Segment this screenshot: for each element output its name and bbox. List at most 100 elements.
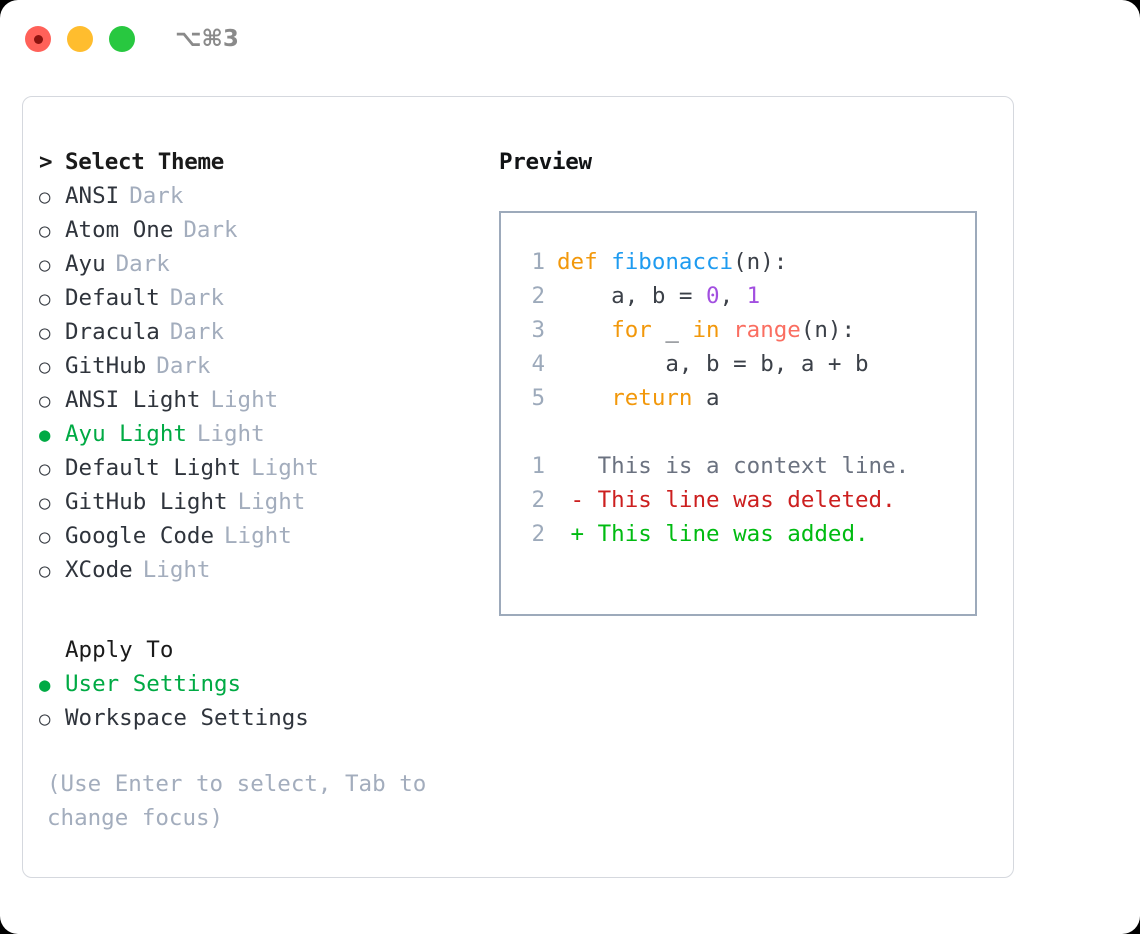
radio-unselected-icon[interactable]: ○ bbox=[39, 322, 51, 344]
theme-variant-tag: Light bbox=[196, 421, 265, 447]
caret-icon: > bbox=[39, 149, 53, 175]
maximize-button-icon[interactable] bbox=[109, 26, 135, 52]
theme-variant-tag: Dark bbox=[129, 183, 184, 209]
theme-name: ANSI Light bbox=[65, 387, 201, 413]
theme-list-item[interactable]: ○ Dracula Dark bbox=[39, 319, 487, 353]
apply-to-label: User Settings bbox=[65, 671, 242, 697]
radio-selected-icon[interactable]: ● bbox=[39, 424, 51, 446]
diff-text: - This line was deleted. bbox=[557, 487, 896, 513]
apply-to-item[interactable]: ● User Settings bbox=[39, 671, 487, 705]
code-token: for bbox=[611, 317, 652, 343]
theme-name: GitHub bbox=[65, 353, 147, 379]
code-line: 2 a, b = 0, 1 bbox=[517, 283, 975, 317]
code-line: 4 a, b = b, a + b bbox=[517, 351, 975, 385]
radio-unselected-icon[interactable]: ○ bbox=[39, 390, 51, 412]
radio-unselected-icon[interactable]: ○ bbox=[39, 186, 51, 208]
keyboard-shortcut-label: ⌥⌘3 bbox=[175, 26, 239, 52]
theme-list-item[interactable]: ○ Default Dark bbox=[39, 285, 487, 319]
radio-unselected-icon[interactable]: ○ bbox=[39, 288, 51, 310]
code-token: 1 bbox=[746, 283, 761, 309]
code-line: 1 def fibonacci(n): bbox=[517, 249, 975, 283]
code-token: 0 bbox=[706, 283, 720, 309]
code-token bbox=[557, 385, 611, 411]
radio-unselected-icon[interactable]: ○ bbox=[39, 526, 51, 548]
apply-to-title: Apply To bbox=[65, 637, 174, 663]
theme-variant-tag: Light bbox=[251, 455, 319, 481]
code-token: (n): bbox=[733, 249, 788, 275]
diff-sample: 1 This is a context line.2 - This line w… bbox=[517, 453, 975, 555]
diff-text: This is a context line. bbox=[557, 453, 910, 479]
minimize-button-icon[interactable] bbox=[67, 26, 93, 52]
theme-name: Ayu Light bbox=[65, 421, 187, 447]
code-line: 3 for _ in range(n): bbox=[517, 317, 975, 351]
recording-dot-icon bbox=[33, 34, 43, 44]
apply-to-item[interactable]: ○ Workspace Settings bbox=[39, 705, 487, 739]
radio-unselected-icon[interactable]: ○ bbox=[39, 560, 51, 582]
theme-name: Default bbox=[65, 285, 160, 311]
code-token: return bbox=[611, 385, 693, 411]
radio-unselected-icon[interactable]: ○ bbox=[39, 220, 51, 242]
theme-variant-tag: Dark bbox=[156, 353, 211, 379]
diff-line: 2 - This line was deleted. bbox=[517, 487, 975, 521]
radio-unselected-icon[interactable]: ○ bbox=[39, 356, 51, 378]
code-token: range bbox=[733, 317, 801, 343]
line-number: 2 bbox=[531, 521, 545, 547]
close-button-icon[interactable] bbox=[25, 26, 51, 52]
theme-list-item[interactable]: ○ Default Light Light bbox=[39, 455, 487, 489]
apply-to-list: ● User Settings ○ Workspace Settings bbox=[39, 671, 487, 739]
radio-unselected-icon[interactable]: ○ bbox=[39, 458, 51, 480]
theme-variant-tag: Light bbox=[210, 387, 279, 413]
radio-unselected-icon[interactable]: ○ bbox=[39, 254, 51, 276]
theme-variant-tag: Light bbox=[142, 557, 211, 583]
code-token bbox=[720, 317, 734, 343]
apply-to-label: Workspace Settings bbox=[65, 705, 309, 731]
theme-name: XCode bbox=[65, 557, 133, 583]
window-controls bbox=[25, 26, 135, 52]
keyboard-hint-text: (Use Enter to select, Tab to change focu… bbox=[47, 771, 427, 831]
code-token: a, b = bbox=[557, 283, 707, 309]
radio-unselected-icon[interactable]: ○ bbox=[39, 708, 51, 730]
code-token: def bbox=[557, 249, 612, 275]
spacer bbox=[39, 591, 487, 637]
theme-list-item[interactable]: ○ XCode Light bbox=[39, 557, 487, 591]
titlebar: ⌥⌘3 bbox=[0, 0, 1140, 78]
radio-unselected-icon[interactable]: ○ bbox=[39, 492, 51, 514]
radio-selected-icon[interactable]: ● bbox=[39, 674, 51, 696]
line-number: 1 bbox=[531, 249, 545, 275]
diff-line: 2 + This line was added. bbox=[517, 521, 975, 555]
code-token: _ bbox=[651, 317, 693, 343]
theme-variant-tag: Dark bbox=[169, 285, 225, 311]
theme-name: Default Light bbox=[65, 455, 242, 481]
select-theme-title: Select Theme bbox=[65, 149, 224, 175]
theme-list-item[interactable]: ○ GitHub Dark bbox=[39, 353, 487, 387]
theme-variant-tag: Dark bbox=[169, 319, 225, 345]
code-token: in bbox=[692, 317, 720, 343]
line-number: 2 bbox=[531, 487, 545, 513]
line-number: 1 bbox=[531, 453, 545, 479]
line-number: 5 bbox=[531, 385, 545, 411]
theme-list-item[interactable]: ○ ANSI Light Light bbox=[39, 387, 487, 421]
preview-title: Preview bbox=[499, 149, 592, 175]
theme-name: Dracula bbox=[65, 319, 160, 345]
line-number: 4 bbox=[531, 351, 545, 377]
diff-line: 1 This is a context line. bbox=[517, 453, 975, 487]
theme-variant-tag: Light bbox=[224, 523, 292, 549]
theme-variant-tag: Dark bbox=[183, 217, 238, 243]
theme-name: Ayu bbox=[65, 251, 106, 277]
code-token: fibonacci bbox=[611, 249, 734, 275]
code-token: a, b = b, a + b bbox=[557, 351, 869, 377]
theme-list-item[interactable]: ● Ayu Light Light bbox=[39, 421, 487, 455]
apply-to-header: Apply To bbox=[39, 637, 487, 671]
